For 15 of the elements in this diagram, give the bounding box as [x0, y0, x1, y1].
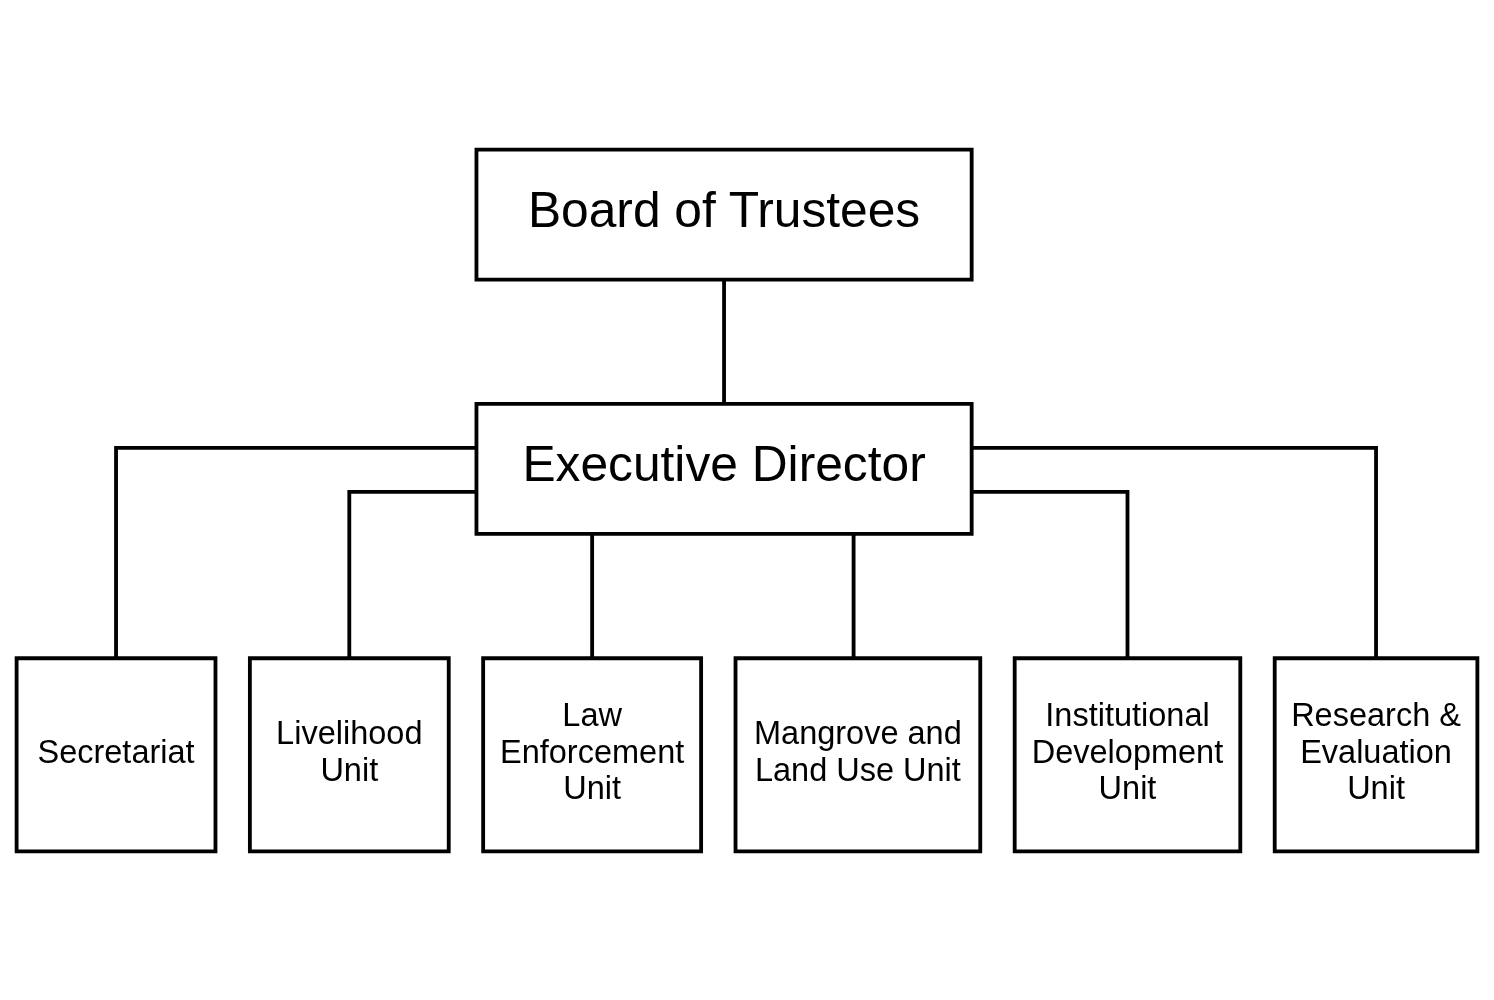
node-box: Livelihood Unit — [247, 655, 451, 853]
node-box: Research & Evaluation Unit — [1272, 655, 1480, 853]
node-box: Law Enforcement Unit — [481, 655, 703, 853]
node-box: Board of Trustees — [474, 147, 974, 282]
node-box: Executive Director — [474, 401, 974, 536]
connector — [972, 489, 1130, 658]
connector — [972, 445, 1378, 658]
connector — [114, 445, 476, 658]
node-box: Secretariat — [14, 655, 218, 853]
connector — [590, 534, 595, 658]
connector — [851, 534, 856, 658]
node-box: Institutional Development Unit — [1012, 655, 1243, 853]
node-box: Mangrove and Land Use Unit — [733, 655, 983, 853]
connector — [722, 279, 726, 404]
connector — [347, 489, 477, 658]
